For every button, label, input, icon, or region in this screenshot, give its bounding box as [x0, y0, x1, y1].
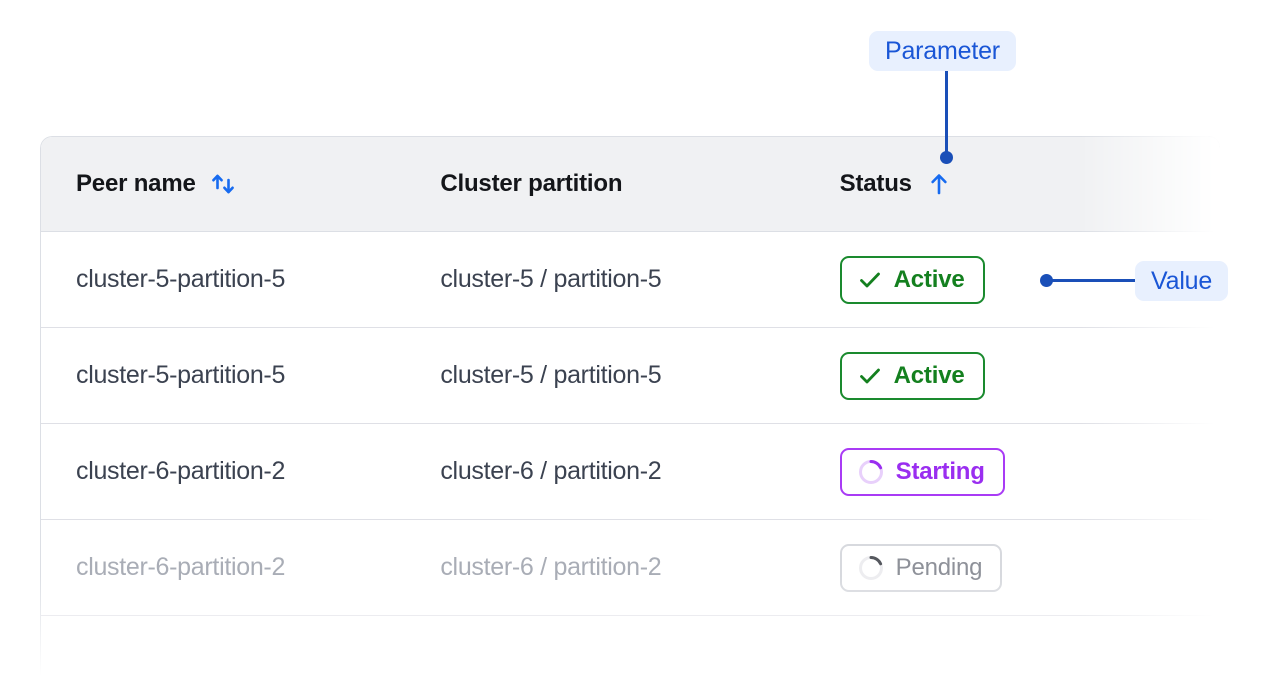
- column-header-peer-name[interactable]: Peer name: [41, 169, 440, 199]
- spinner-icon: [857, 554, 885, 582]
- sort-updown-icon[interactable]: [208, 169, 238, 199]
- table-header-row: Peer name Cluster partition: [41, 137, 1219, 232]
- spinner-icon: [857, 458, 885, 486]
- cell-peer-name: cluster-5-partition-5: [76, 361, 286, 389]
- peers-table-card: Peer name Cluster partition: [40, 136, 1220, 688]
- cell-status: Starting: [839, 447, 1219, 496]
- annotation-value: Value: [1135, 261, 1229, 301]
- cell-status: Active: [839, 351, 1219, 400]
- check-icon: [857, 363, 883, 389]
- value-leader-dot: [1040, 274, 1053, 287]
- status-badge-label: Active: [893, 361, 965, 389]
- status-badge-active[interactable]: Active: [839, 351, 985, 400]
- cell-status: Active: [839, 255, 1219, 304]
- table-row[interactable]: [41, 616, 1219, 688]
- cell-cluster-partition: cluster-6 / partition-2: [440, 457, 662, 485]
- parameter-leader-dot: [940, 151, 953, 164]
- check-icon: [857, 267, 883, 293]
- cell-cluster-partition: cluster-6 / partition-2: [440, 553, 662, 581]
- annotation-parameter: Parameter: [869, 31, 1016, 71]
- table-row[interactable]: cluster-6-partition-2 cluster-6 / partit…: [41, 520, 1219, 616]
- cell-cluster-partition: cluster-5 / partition-5: [440, 361, 662, 389]
- status-badge-label: Active: [893, 265, 965, 293]
- column-header-cluster-partition-label: Cluster partition: [440, 170, 623, 197]
- table-body: cluster-5-partition-5 cluster-5 / partit…: [41, 232, 1219, 688]
- column-header-peer-name-label: Peer name: [76, 170, 196, 197]
- column-header-status-label: Status: [839, 170, 912, 197]
- cell-peer-name: cluster-5-partition-5: [76, 265, 286, 293]
- table-row[interactable]: cluster-5-partition-5 cluster-5 / partit…: [41, 232, 1219, 328]
- cell-cluster-partition: cluster-5 / partition-5: [440, 265, 662, 293]
- table-row[interactable]: cluster-5-partition-5 cluster-5 / partit…: [41, 328, 1219, 424]
- column-header-cluster-partition[interactable]: Cluster partition: [440, 170, 839, 198]
- status-badge-label: Pending: [895, 553, 983, 581]
- cell-status: Pending: [839, 543, 1219, 592]
- parameter-leader-line: [945, 71, 948, 157]
- sort-up-icon[interactable]: [924, 169, 954, 199]
- cell-peer-name: cluster-6-partition-2: [76, 553, 286, 581]
- column-header-status[interactable]: Status: [840, 169, 1219, 199]
- status-badge-active[interactable]: Active: [839, 255, 985, 304]
- status-badge-starting[interactable]: Starting: [839, 447, 1005, 496]
- status-badge-pending[interactable]: Pending: [839, 543, 1003, 592]
- cell-peer-name: cluster-6-partition-2: [76, 457, 286, 485]
- value-leader-line: [1050, 279, 1136, 282]
- status-badge-label: Starting: [895, 457, 985, 485]
- table-row[interactable]: cluster-6-partition-2 cluster-6 / partit…: [41, 424, 1219, 520]
